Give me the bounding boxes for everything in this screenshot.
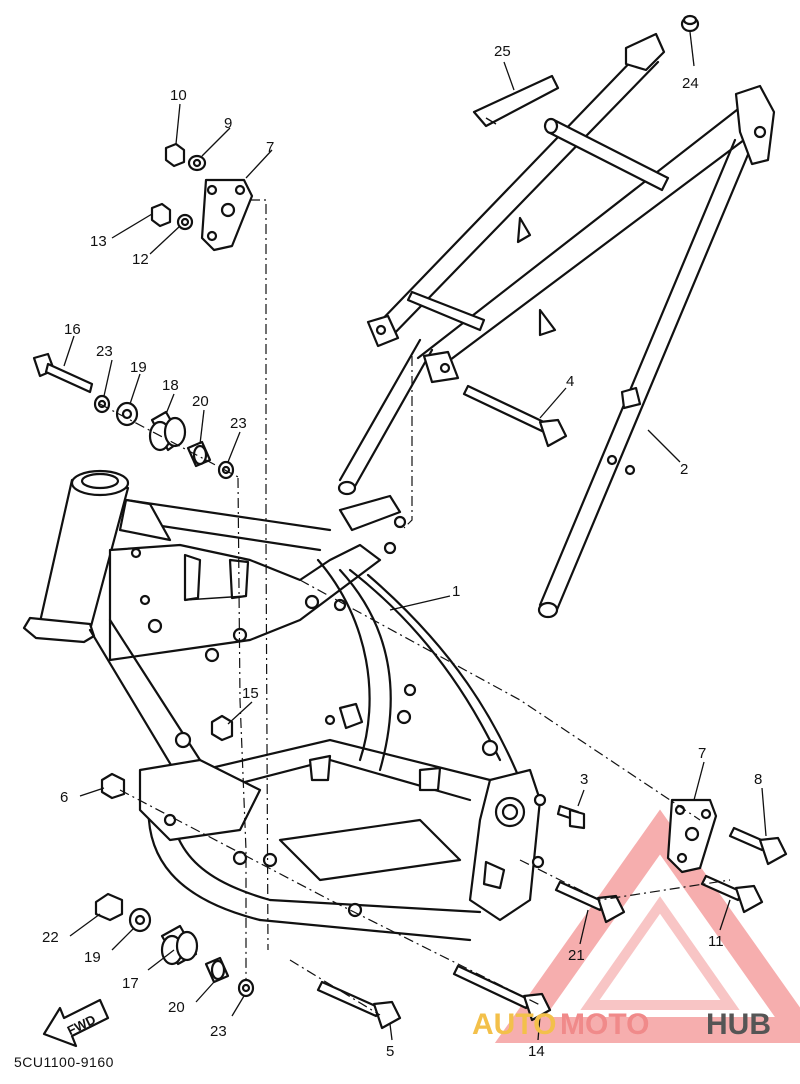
- rear-frame: [337, 32, 776, 619]
- bolt-11: [700, 874, 764, 914]
- callout-25: 25: [494, 43, 511, 60]
- diagram-reference-code: 5CU1100-9160: [14, 1054, 114, 1070]
- bracket-25: [472, 74, 560, 128]
- assembly-centerlines: [99, 199, 731, 1016]
- nut-10: [164, 142, 186, 168]
- callout-18: 18: [162, 377, 179, 394]
- watermark-hub: HUB: [706, 1008, 771, 1041]
- callout-8: 8: [754, 771, 762, 788]
- bolt-5: [316, 980, 402, 1030]
- callout-10: 10: [170, 87, 187, 104]
- callout-7-upper: 7: [266, 139, 274, 156]
- watermark-text: AUTO MOTO HUB: [472, 1008, 771, 1041]
- bolt-16: [32, 352, 94, 394]
- callout-5: 5: [386, 1043, 394, 1060]
- callout-13: 13: [90, 233, 107, 250]
- grommet-24: [680, 14, 700, 33]
- nut-13: [150, 202, 172, 228]
- callout-12: 12: [132, 251, 149, 268]
- bolt-4: [462, 384, 568, 448]
- callout-19-lower: 19: [84, 949, 101, 966]
- engine-bracket-7-upper: [200, 178, 254, 252]
- callout-19-upper: 19: [130, 359, 147, 376]
- callout-20-upper: 20: [192, 393, 209, 410]
- callout-15: 15: [242, 685, 259, 702]
- callout-24: 24: [682, 75, 699, 92]
- callout-labels: 1 2 3 4 5 6 7 7 8 9 10 11 12 13 14 15 16…: [42, 43, 762, 1060]
- spacer-17: [160, 924, 199, 966]
- callout-6: 6: [60, 789, 68, 806]
- watermark-moto: MOTO: [560, 1008, 649, 1041]
- callout-3: 3: [580, 771, 588, 788]
- bushing-20-lower: [204, 956, 230, 984]
- spacer-18: [148, 410, 187, 452]
- bolt-8: [728, 826, 788, 866]
- callout-20-lower: 20: [168, 999, 185, 1016]
- callout-23-upper: 23: [96, 343, 113, 360]
- washer-23-lower: [237, 978, 255, 998]
- forward-arrow-icon: FWD: [42, 998, 110, 1048]
- collar-19-lower: [128, 907, 152, 933]
- engine-bracket-7-lower: [666, 798, 718, 874]
- callout-7-lower: 7: [698, 745, 706, 762]
- nut-15: [210, 714, 234, 742]
- bolt-3: [556, 804, 586, 830]
- bushing-20-upper: [186, 440, 212, 468]
- callout-leaders: [63, 31, 767, 1041]
- callout-21: 21: [568, 947, 585, 964]
- callout-11: 11: [708, 933, 724, 950]
- washer-9: [187, 154, 207, 172]
- main-frame: [22, 469, 547, 942]
- washer-12: [176, 213, 194, 231]
- bolt-21: [554, 880, 626, 924]
- callout-4: 4: [566, 373, 574, 390]
- watermark-logo-icon: [494, 809, 800, 1043]
- washer-23-upper: [93, 394, 111, 414]
- nut-6: [100, 772, 126, 800]
- collar-19-upper: [115, 401, 139, 427]
- callout-1: 1: [452, 583, 460, 600]
- nut-22: [94, 892, 124, 922]
- callout-16: 16: [64, 321, 81, 338]
- watermark-auto: AUTO: [472, 1008, 556, 1041]
- callout-14: 14: [528, 1043, 545, 1060]
- callout-2: 2: [680, 461, 688, 478]
- callout-22: 22: [42, 929, 59, 946]
- callout-23-lower: 23: [210, 1023, 227, 1040]
- callout-17: 17: [122, 975, 139, 992]
- callout-9: 9: [224, 115, 232, 132]
- callout-23-middle: 23: [230, 415, 247, 432]
